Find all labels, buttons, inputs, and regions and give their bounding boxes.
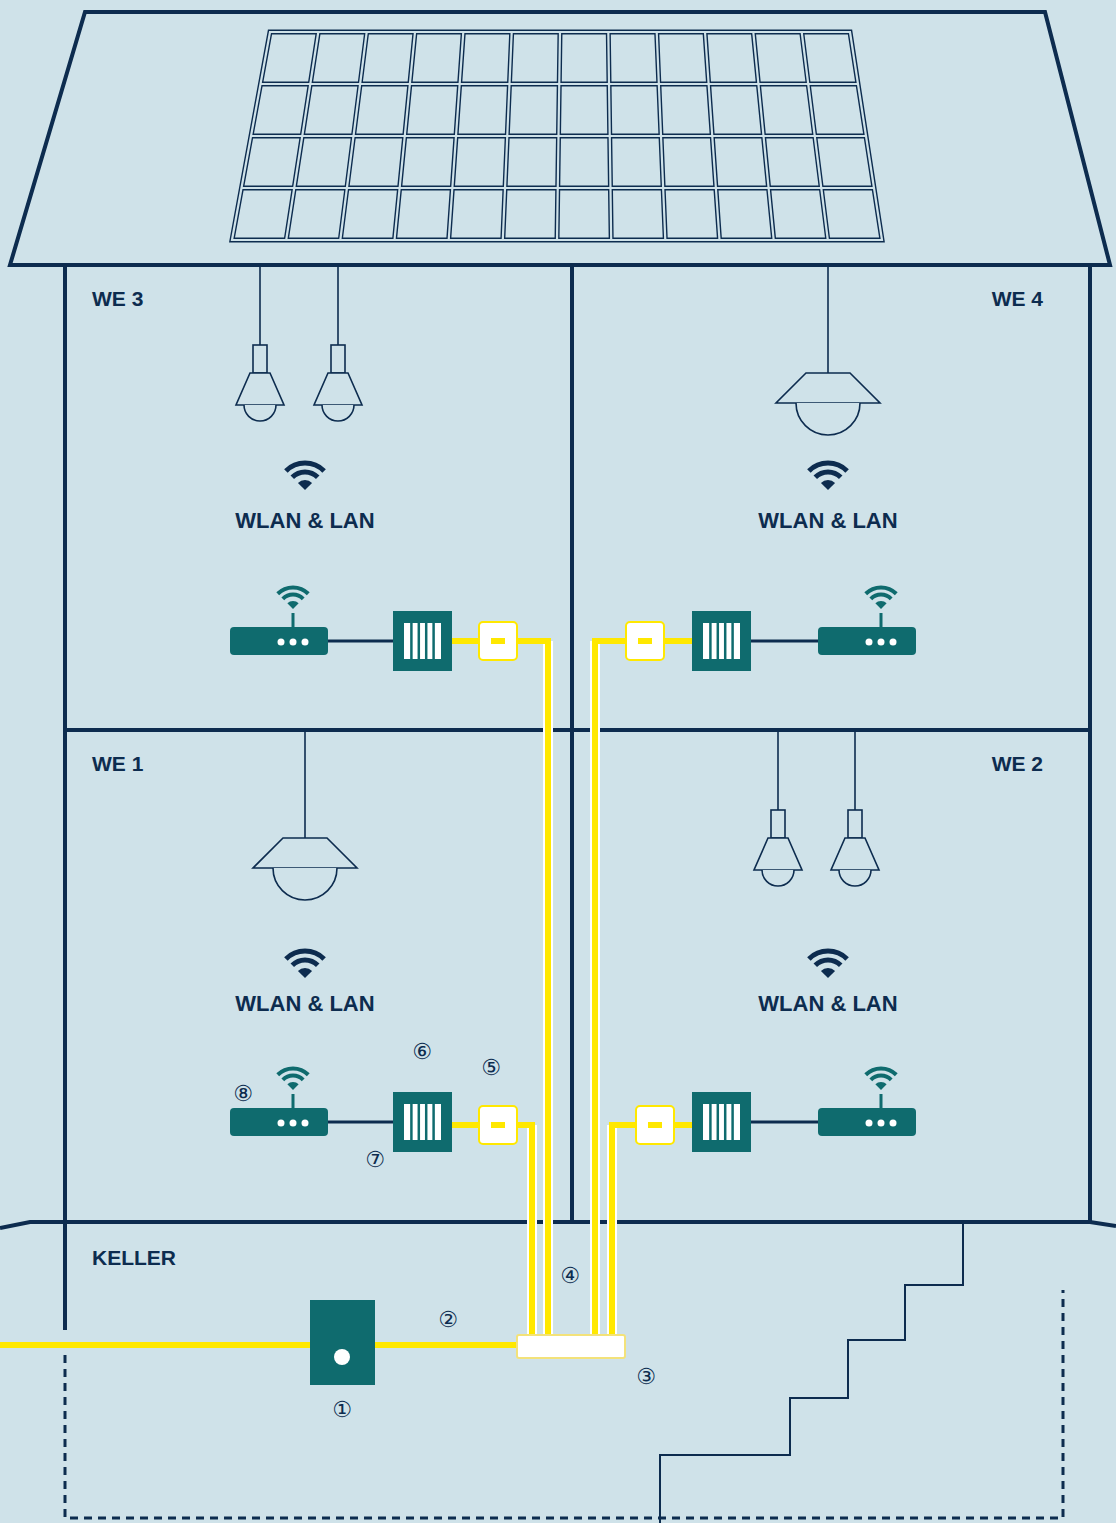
apartment-area: WE 1 WLAN & LAN (65, 730, 572, 1222)
solar-panel (232, 32, 882, 240)
roof (10, 12, 1110, 265)
fiber-socket (479, 622, 674, 1144)
solar-panel (232, 32, 882, 240)
apartment-area: WE 3 WLAN & LAN (65, 265, 572, 730)
wifi-router (230, 587, 328, 655)
callout-number: ③ (636, 1366, 656, 1388)
ceiling-lamps (754, 730, 802, 886)
fiber-modem (692, 1092, 751, 1152)
ceiling-lamps (253, 730, 357, 900)
lan-cable (328, 640, 393, 643)
wifi-router (230, 587, 916, 1136)
basement-outline (65, 1290, 1063, 1518)
wifi-symbol (809, 951, 847, 978)
callout-number: ⑦ (365, 1149, 385, 1171)
fiber-line (0, 641, 692, 1345)
fiber-modem (393, 611, 452, 671)
basement-outline (65, 1290, 1063, 1518)
unit-heading: WE 1 (92, 752, 143, 775)
callout-number: ① (332, 1399, 352, 1421)
fiber-line (452, 638, 478, 644)
fiber-splitter (517, 1335, 625, 1358)
house-entry-box (334, 1349, 350, 1365)
ceiling-lamps (831, 730, 879, 886)
callout-number: ④ (560, 1265, 580, 1287)
wifi-router (230, 1068, 328, 1136)
network-label: WLAN & LAN (758, 992, 897, 1016)
callout-number: ⑧ (233, 1083, 253, 1105)
solar-panel (232, 32, 882, 240)
house-walls (1088, 265, 1092, 1222)
house-walls (63, 265, 67, 1330)
fiber-modem (692, 611, 751, 671)
callout-number: ⑥ (412, 1041, 432, 1063)
fiber-line (518, 1125, 532, 1335)
fiber-line (452, 1122, 478, 1128)
house-walls (0, 1222, 1116, 1228)
fiber-socket (626, 622, 664, 660)
network-label: WLAN & LAN (758, 509, 897, 533)
fiber-modem (393, 1092, 452, 1152)
fiber-line (665, 638, 692, 644)
fiber-line (675, 1122, 692, 1128)
fiber-modem (393, 611, 751, 1152)
house-entry-box (310, 1300, 375, 1385)
house-walls (570, 265, 574, 1222)
lan-cable (750, 640, 818, 643)
network-label: WLAN & LAN (235, 992, 374, 1016)
house-entry-box (310, 1300, 375, 1385)
lan-cable (328, 1121, 393, 1124)
callout-number: ⑤ (481, 1057, 501, 1079)
lan-cable (750, 1121, 818, 1124)
fiber-line (375, 1342, 517, 1348)
unit-heading: WE 4 (992, 287, 1043, 310)
stairs (660, 1222, 963, 1523)
ceiling-lamps (314, 265, 362, 421)
wifi-symbol (286, 463, 324, 490)
fiber-line (612, 1125, 635, 1335)
ceiling-lamps (236, 265, 880, 900)
apartment-area: WE 4 WLAN & LAN (572, 265, 1090, 730)
roof (10, 12, 1110, 265)
wifi-router (818, 1068, 916, 1136)
unit-heading: WE 2 (992, 752, 1043, 775)
unit-heading: KELLER (92, 1246, 176, 1269)
lan-cable (328, 641, 818, 1122)
wifi-symbol (809, 463, 847, 490)
fiber-socket (636, 1106, 674, 1144)
network-label: WLAN & LAN (235, 509, 374, 533)
unit-heading: WE 3 (92, 287, 143, 310)
fiber-socket (479, 1106, 517, 1144)
callout-number: ② (438, 1309, 458, 1331)
fiber-socket (479, 622, 517, 660)
fiber-line (0, 1342, 310, 1348)
ceiling-lamps (776, 265, 880, 435)
stairs (660, 1222, 963, 1523)
house-walls (65, 728, 1090, 732)
wifi-symbol (286, 463, 847, 978)
ceiling-lamps (236, 265, 284, 421)
house-walls (0, 265, 1116, 1330)
fiber-splitter (517, 1335, 625, 1358)
fiber-line (518, 641, 548, 1335)
wifi-router (818, 587, 916, 655)
wifi-symbol (286, 951, 324, 978)
apartment-area: WE 2 WLAN & LAN (572, 730, 1090, 1222)
